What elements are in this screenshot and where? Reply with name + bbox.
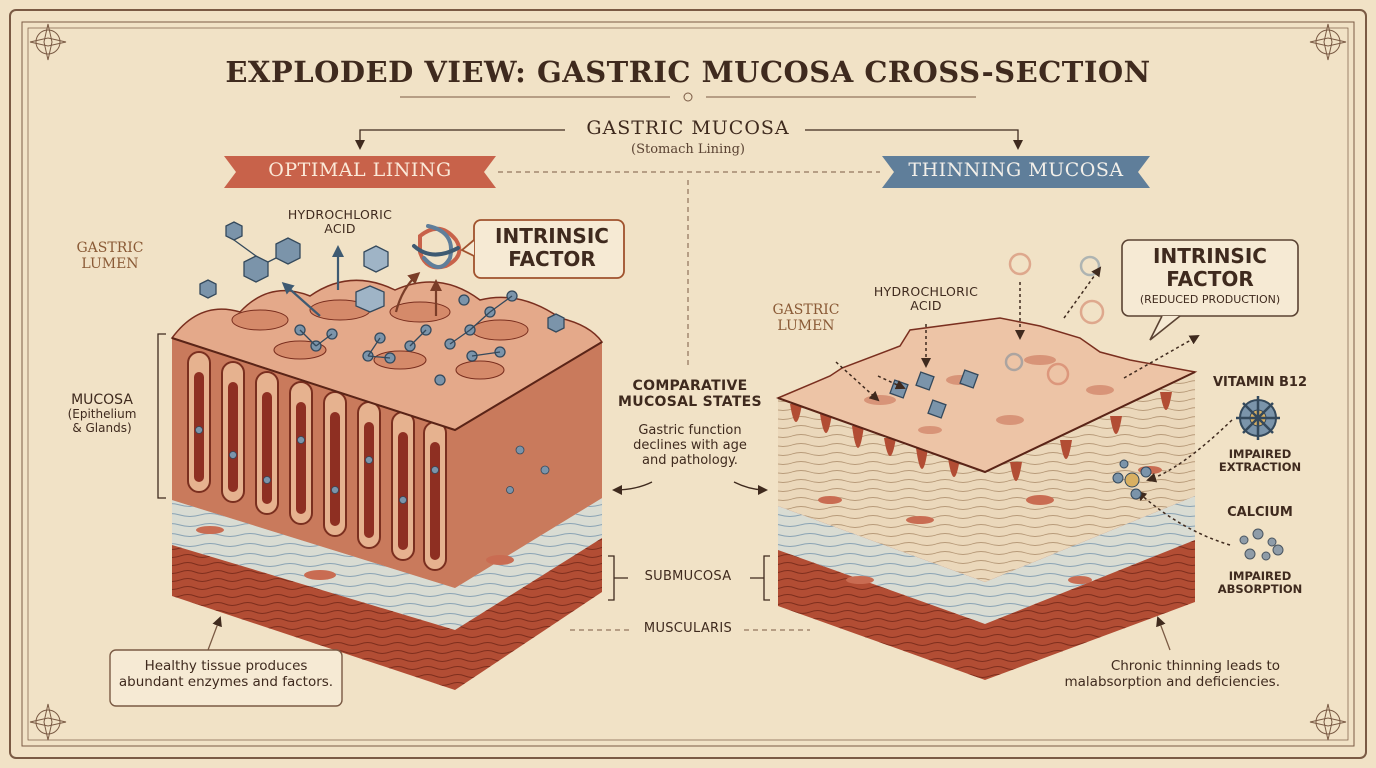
calcium-icon bbox=[1239, 528, 1284, 561]
calcium-label: CALCIUM bbox=[1227, 505, 1293, 520]
intrinsic-factor-callout-right bbox=[1121, 239, 1299, 341]
paper-frame bbox=[9, 9, 1367, 759]
dashed-guides bbox=[498, 171, 880, 631]
right-acid-line1: HYDROCHLORIC bbox=[873, 284, 979, 299]
calcium-status-line2: ABSORPTION bbox=[1217, 582, 1303, 597]
healthy-tissue-block bbox=[170, 279, 604, 690]
middle-arrows bbox=[612, 481, 768, 495]
left-factor-line2: FACTOR bbox=[508, 247, 596, 271]
calcium-status-line1: IMPAIRED bbox=[1228, 569, 1292, 583]
comparative-text: Gastric function declines with age and p… bbox=[600, 423, 780, 469]
left-note-line1: Healthy tissue produces bbox=[144, 658, 308, 674]
thinning-tissue-block bbox=[775, 317, 1198, 680]
right-factor-line2: FACTOR bbox=[1166, 267, 1254, 291]
left-acid-line2: ACID bbox=[324, 221, 356, 237]
header-arrows bbox=[355, 129, 1023, 150]
faded-intrinsic-factor bbox=[1004, 252, 1105, 386]
mucosa-bracket bbox=[157, 333, 166, 499]
left-acid-label: HYDROCHLORIC ACID bbox=[260, 207, 420, 237]
left-lumen-label: GASTRIC LUMEN bbox=[60, 240, 160, 272]
note-boxes bbox=[109, 616, 1171, 707]
submucosa-label: SUBMUCOSA bbox=[644, 569, 732, 584]
right-note-line2: malabsorption and deficiencies. bbox=[1064, 673, 1281, 690]
muscularis-label: MUSCULARIS bbox=[643, 621, 733, 636]
hydrochloric-acid-molecules-left bbox=[199, 221, 565, 386]
left-lumen-line2: LUMEN bbox=[81, 256, 139, 273]
mucosa-line1: MUCOSA bbox=[71, 392, 133, 408]
right-factor-sublabel: (REDUCED PRODUCTION) bbox=[1139, 293, 1281, 306]
vitamin-b12-status-line1: IMPAIRED bbox=[1228, 447, 1292, 461]
calcium-status: IMPAIRED ABSORPTION bbox=[1200, 569, 1320, 597]
comparative-text-line2: declines with age bbox=[633, 437, 747, 453]
submucosa-brackets bbox=[608, 555, 770, 601]
mucosa-line3: & Glands) bbox=[72, 420, 132, 435]
right-lumen-line1: GASTRIC bbox=[772, 302, 840, 318]
comparative-text-line1: Gastric function bbox=[638, 423, 742, 438]
right-acid-line2: ACID bbox=[910, 298, 942, 314]
compass-rose-icon bbox=[29, 23, 1347, 741]
right-factor-line1: INTRINSIC bbox=[1153, 244, 1267, 268]
mucosa-label: MUCOSA (Epithelium & Glands) bbox=[48, 392, 156, 436]
left-lumen-line1: GASTRIC bbox=[76, 240, 144, 256]
comparative-heading: COMPARATIVE MUCOSAL STATES bbox=[590, 378, 790, 410]
page-title: EXPLODED VIEW: GASTRIC MUCOSA CROSS-SECT… bbox=[225, 55, 1151, 89]
right-note-line1: Chronic thinning leads to bbox=[1110, 658, 1280, 674]
mucosa-line2: (Epithelium bbox=[67, 407, 137, 422]
header-sublabel: (Stomach Lining) bbox=[631, 142, 745, 157]
banner-right-label: THINNING MUCOSA bbox=[908, 159, 1124, 181]
comparative-line1: COMPARATIVE bbox=[632, 378, 748, 394]
left-factor-label: INTRINSIC FACTOR bbox=[482, 225, 622, 271]
banner-right-ribbon bbox=[882, 156, 1150, 188]
vitamin-b12-label: VITAMIN B12 bbox=[1213, 375, 1307, 390]
title-ornament bbox=[400, 92, 976, 102]
comparative-text-line3: and pathology. bbox=[642, 452, 738, 468]
comparative-line2: MUCOSAL STATES bbox=[618, 394, 762, 411]
right-factor-label: INTRINSIC FACTOR bbox=[1126, 245, 1294, 291]
left-factor-line1: INTRINSIC bbox=[495, 224, 609, 248]
intrinsic-factor-callout-left bbox=[460, 219, 625, 279]
dotted-arrows-right bbox=[835, 266, 1233, 546]
banner-left-label: OPTIMAL LINING bbox=[268, 159, 452, 181]
left-note: Healthy tissue produces abundant enzymes… bbox=[110, 658, 342, 690]
banner-left-ribbon bbox=[224, 156, 496, 188]
left-acid-line1: HYDROCHLORIC bbox=[287, 207, 393, 222]
right-lumen-line2: LUMEN bbox=[777, 318, 835, 335]
right-acid-label: HYDROCHLORIC ACID bbox=[846, 284, 1006, 314]
hydrochloric-acid-molecules-right bbox=[889, 369, 979, 419]
absorption-molecule bbox=[1112, 459, 1152, 500]
vitamin-b12-icon bbox=[1236, 396, 1280, 440]
left-note-line2: abundant enzymes and factors. bbox=[118, 673, 334, 690]
vitamin-b12-status-line2: EXTRACTION bbox=[1218, 460, 1302, 475]
intrinsic-factor-protein-left bbox=[412, 224, 462, 270]
vitamin-b12-status: IMPAIRED EXTRACTION bbox=[1200, 447, 1320, 475]
right-lumen-label: GASTRIC LUMEN bbox=[756, 302, 856, 334]
header-label: GASTRIC MUCOSA bbox=[586, 117, 790, 139]
right-note: Chronic thinning leads to malabsorption … bbox=[1020, 658, 1281, 690]
acid-arrows-left bbox=[281, 245, 442, 317]
